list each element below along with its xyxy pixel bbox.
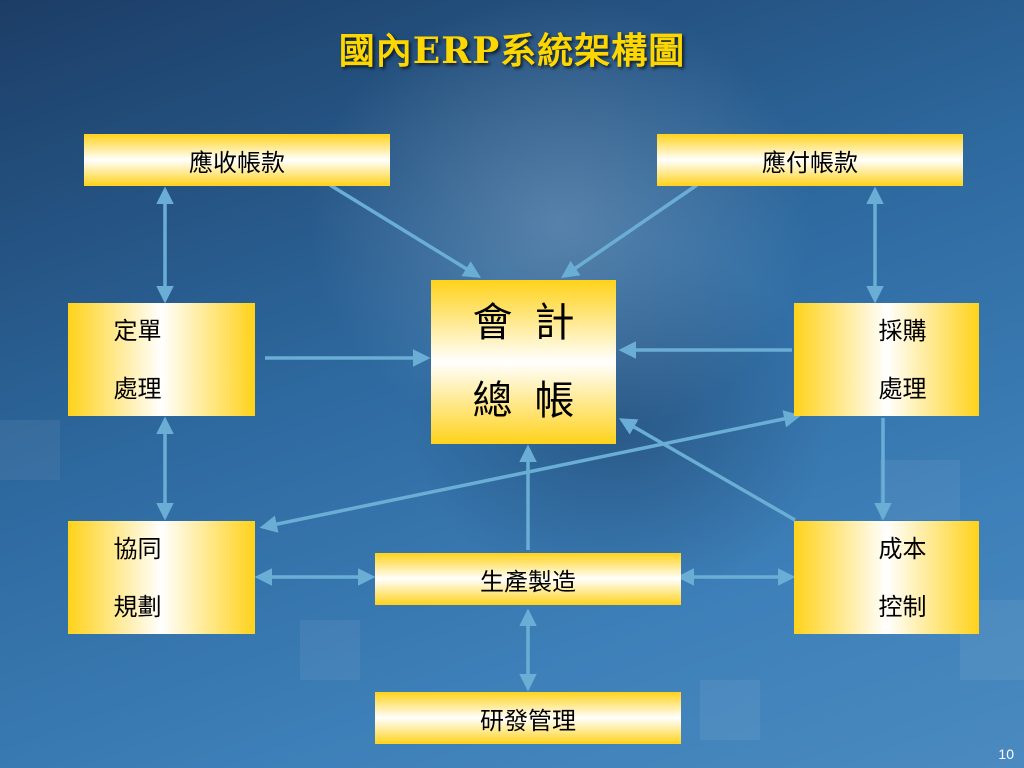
arrow-payables-ledger xyxy=(561,183,698,278)
bg-tile xyxy=(700,680,760,740)
page-number: 10 xyxy=(998,746,1014,762)
node-planning-line1: 協同 xyxy=(113,534,162,563)
node-payables-label: 應付帳款 xyxy=(762,148,858,177)
node-ledger-line1: 會計 xyxy=(472,300,597,346)
bg-tile xyxy=(300,620,360,680)
node-cost-line1: 成本 xyxy=(878,534,927,563)
node-planning[interactable]: 協同 規劃 xyxy=(68,521,255,634)
node-receivables[interactable]: 應收帳款 xyxy=(84,134,390,186)
node-rnd[interactable]: 研發管理 xyxy=(375,692,681,744)
node-planning-line2: 規劃 xyxy=(113,592,162,621)
node-purchasing-line2: 處理 xyxy=(878,374,927,403)
arrow-receivables-ledger xyxy=(329,183,481,278)
node-manufacturing[interactable]: 生產製造 xyxy=(375,553,681,605)
node-receivables-label: 應收帳款 xyxy=(189,148,285,177)
bg-tile xyxy=(880,460,960,520)
node-manufacturing-label: 生產製造 xyxy=(480,567,576,596)
node-payables[interactable]: 應付帳款 xyxy=(657,134,963,186)
node-ledger[interactable]: 會計 總帳 xyxy=(431,280,616,444)
node-order-line2: 處理 xyxy=(113,374,162,403)
node-purchasing-line1: 採購 xyxy=(878,316,927,345)
node-rnd-label: 研發管理 xyxy=(480,706,576,735)
slide-title: 國內ERP系統架構圖 xyxy=(338,30,686,72)
bg-tile xyxy=(0,420,60,480)
arrow-purchasing-planning xyxy=(259,410,802,533)
node-purchasing[interactable]: 採購 處理 xyxy=(794,303,979,416)
node-cost-line2: 控制 xyxy=(878,592,927,621)
node-order[interactable]: 定單 處理 xyxy=(68,303,255,416)
arrow-cost-ledger xyxy=(618,418,796,522)
node-order-line1: 定單 xyxy=(113,316,162,345)
node-ledger-line2: 總帳 xyxy=(472,378,597,424)
node-cost[interactable]: 成本 控制 xyxy=(794,521,979,634)
